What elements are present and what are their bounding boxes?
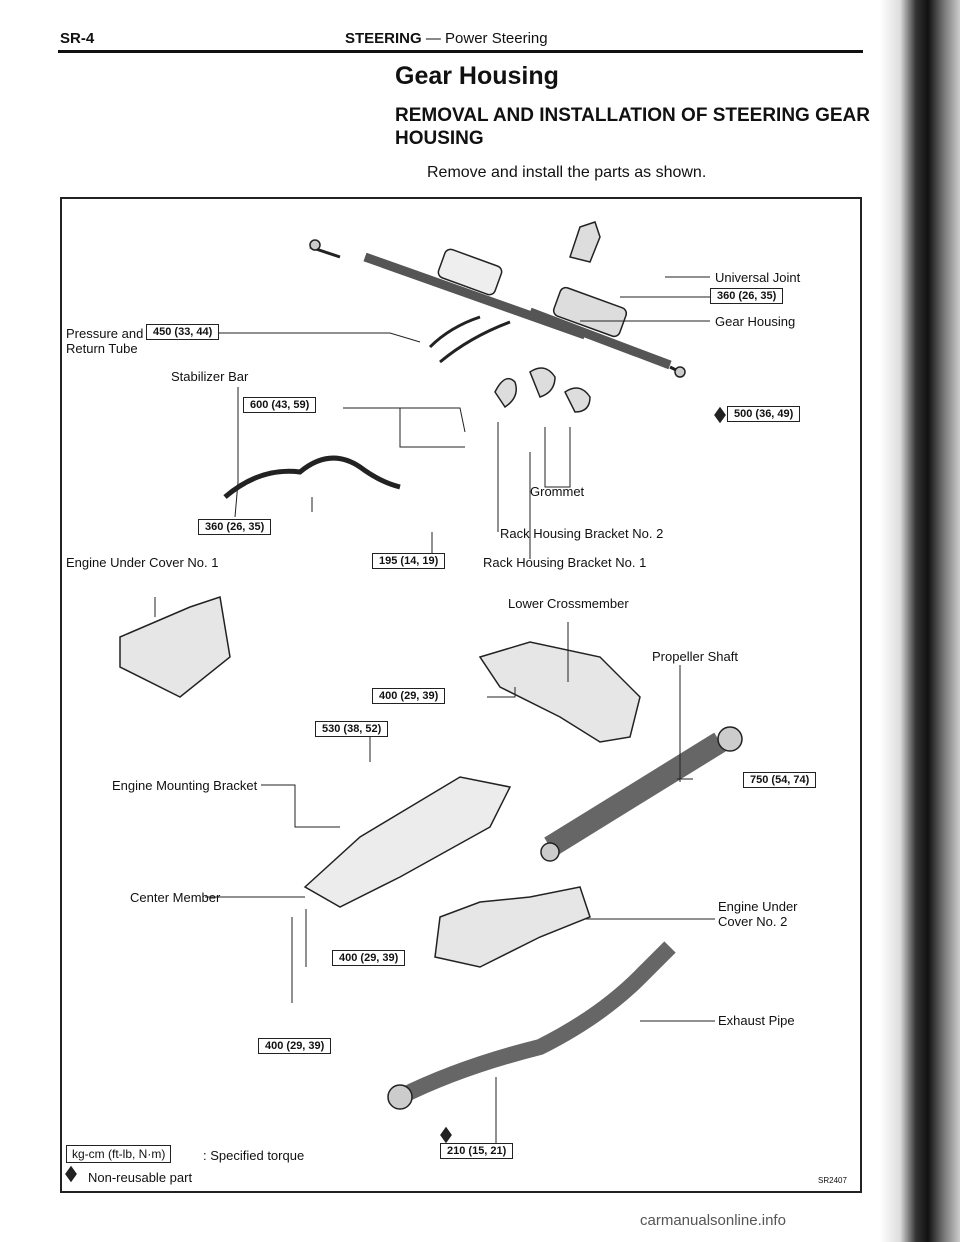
header-rule: [58, 50, 863, 53]
legend-torque-text: : Specified torque: [203, 1148, 305, 1163]
center-member-illustration: [303, 776, 512, 908]
label-engine-under-cover-2b: Cover No. 2: [718, 914, 788, 929]
leader-lines: [154, 276, 715, 1143]
label-exhaust-pipe: Exhaust Pipe: [718, 1013, 795, 1028]
nonreusable-marker-tie-rod: [714, 406, 726, 424]
nonreusable-marker-exhaust: [440, 1126, 452, 1144]
section-separator: —: [425, 30, 441, 47]
label-engine-under-cover-2a: Engine Under: [718, 899, 798, 914]
label-grommet: Grommet: [530, 484, 585, 499]
page-spine-shadow: [880, 0, 960, 1242]
torque-stabilizer-link: 360 (26, 35): [198, 519, 272, 535]
legend-nonreusable-text: Non-reusable part: [88, 1170, 193, 1185]
torque-lower-crossmember: 400 (29, 39): [372, 688, 446, 704]
torque-propeller-shaft: 750 (54, 74): [743, 772, 817, 788]
exhaust-pipe-illustration: [396, 941, 676, 1105]
watermark: carmanualsonline.info: [640, 1212, 786, 1229]
steering-rack-illustration: [309, 221, 686, 378]
label-lower-crossmember: Lower Crossmember: [508, 596, 629, 611]
label-center-member: Center Member: [130, 890, 221, 905]
section-title: STEERING — Power Steering: [345, 30, 548, 47]
torque-rack-bracket: 195 (14, 19): [372, 553, 446, 569]
nonreusable-legend-marker: [65, 1165, 77, 1183]
engine-under-cover-2-illustration: [434, 886, 591, 968]
label-propeller-shaft: Propeller Shaft: [652, 649, 738, 664]
propeller-shaft-illustration: [544, 732, 726, 857]
page-title: Gear Housing: [395, 62, 559, 90]
stabilizer-bar-illustration: [223, 455, 401, 499]
page-subtitle: REMOVAL AND INSTALLATION OF STEERING GEA…: [395, 105, 870, 149]
section-code: SR-4: [60, 30, 95, 47]
figure-code: SR2407: [818, 1176, 847, 1185]
lower-crossmember-illustration: [478, 641, 641, 743]
section-subtitle: Power Steering: [445, 30, 548, 47]
torque-engine-mount: 530 (38, 52): [315, 721, 389, 737]
torque-universal-joint: 360 (26, 35): [710, 288, 784, 304]
legend-torque-unit: kg-cm (ft-lb, N·m): [66, 1145, 172, 1163]
label-pressure-tube-2: Return Tube: [66, 341, 138, 356]
section-name: STEERING: [345, 30, 422, 47]
label-pressure-tube-1: Pressure and: [66, 326, 144, 341]
torque-tie-rod: 500 (36, 49): [727, 406, 801, 422]
label-engine-under-cover-1: Engine Under Cover No. 1: [66, 555, 219, 570]
torque-stabilizer-bracket: 600 (43, 59): [243, 397, 317, 413]
label-universal-joint: Universal Joint: [715, 270, 801, 285]
torque-exhaust-pipe: 210 (15, 21): [440, 1143, 514, 1159]
torque-pressure-tube: 450 (33, 44): [146, 324, 220, 340]
diagram-frame: [60, 197, 862, 1193]
label-gear-housing: Gear Housing: [715, 314, 796, 329]
intro-text: Remove and install the parts as shown.: [427, 164, 707, 181]
label-rack-bracket-1: Rack Housing Bracket No. 1: [483, 555, 647, 570]
label-rack-bracket-2: Rack Housing Bracket No. 2: [500, 526, 664, 541]
engine-under-cover-1-illustration: [119, 596, 231, 698]
exploded-view-diagram: [65, 221, 743, 1183]
torque-center-member-b: 400 (29, 39): [258, 1038, 332, 1054]
torque-center-member-a: 400 (29, 39): [332, 950, 406, 966]
label-stabilizer-bar: Stabilizer Bar: [171, 369, 249, 384]
label-engine-mounting-bracket: Engine Mounting Bracket: [112, 778, 258, 793]
